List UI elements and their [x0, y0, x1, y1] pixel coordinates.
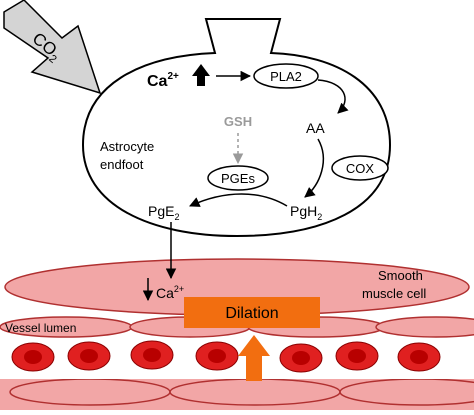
smooth-muscle-calcium-label: Ca2+ [156, 284, 184, 301]
endothelial-cell-4 [375, 316, 474, 338]
edge-pgh2-to-pge2 [189, 193, 288, 207]
aa-label: AA [306, 120, 325, 136]
red-blood-cell [397, 342, 441, 372]
vessel-lower-cell-3 [339, 378, 474, 406]
red-blood-cell [279, 343, 323, 373]
vessel-lower-cell-2 [169, 378, 341, 406]
vessel-lower-cell-1 [9, 378, 171, 406]
pges-node [207, 165, 269, 191]
red-blood-cell [195, 341, 239, 371]
edge-pla2-to-aa [317, 79, 349, 114]
dilation-up-arrow [238, 335, 270, 381]
pla2-label: PLA2 [270, 69, 302, 84]
pges-label: PGEs [221, 171, 255, 186]
astrocyte-label-line2: endfoot [100, 157, 144, 172]
astrocyte-calcium-label: Ca2+ [147, 71, 179, 90]
co2-arrow [3, 0, 102, 95]
cox-node [331, 155, 389, 181]
edge-aa-to-pgh2 [304, 138, 325, 198]
pge2-label: PgE2 [148, 203, 179, 222]
red-blood-cell [11, 342, 55, 372]
calcium-increase-arrow [192, 64, 210, 86]
red-blood-cell [335, 341, 379, 371]
smooth-muscle-label-line2: muscle cell [362, 286, 426, 301]
pgh2-label: PgH2 [290, 203, 322, 222]
red-blood-cell [130, 340, 174, 370]
astrocyte-label-line1: Astrocyte [100, 139, 154, 154]
smooth-muscle-label-line1: Smooth [378, 268, 423, 283]
red-blood-cells [11, 340, 441, 373]
vessel-lumen-label: Vessel lumen [5, 321, 76, 335]
dilation-box [184, 297, 320, 328]
red-blood-cell [67, 341, 111, 371]
dilation-label: Dilation [225, 305, 278, 322]
cox-label: COX [346, 161, 375, 176]
gsh-label: GSH [224, 114, 252, 129]
pla2-node [253, 63, 319, 89]
